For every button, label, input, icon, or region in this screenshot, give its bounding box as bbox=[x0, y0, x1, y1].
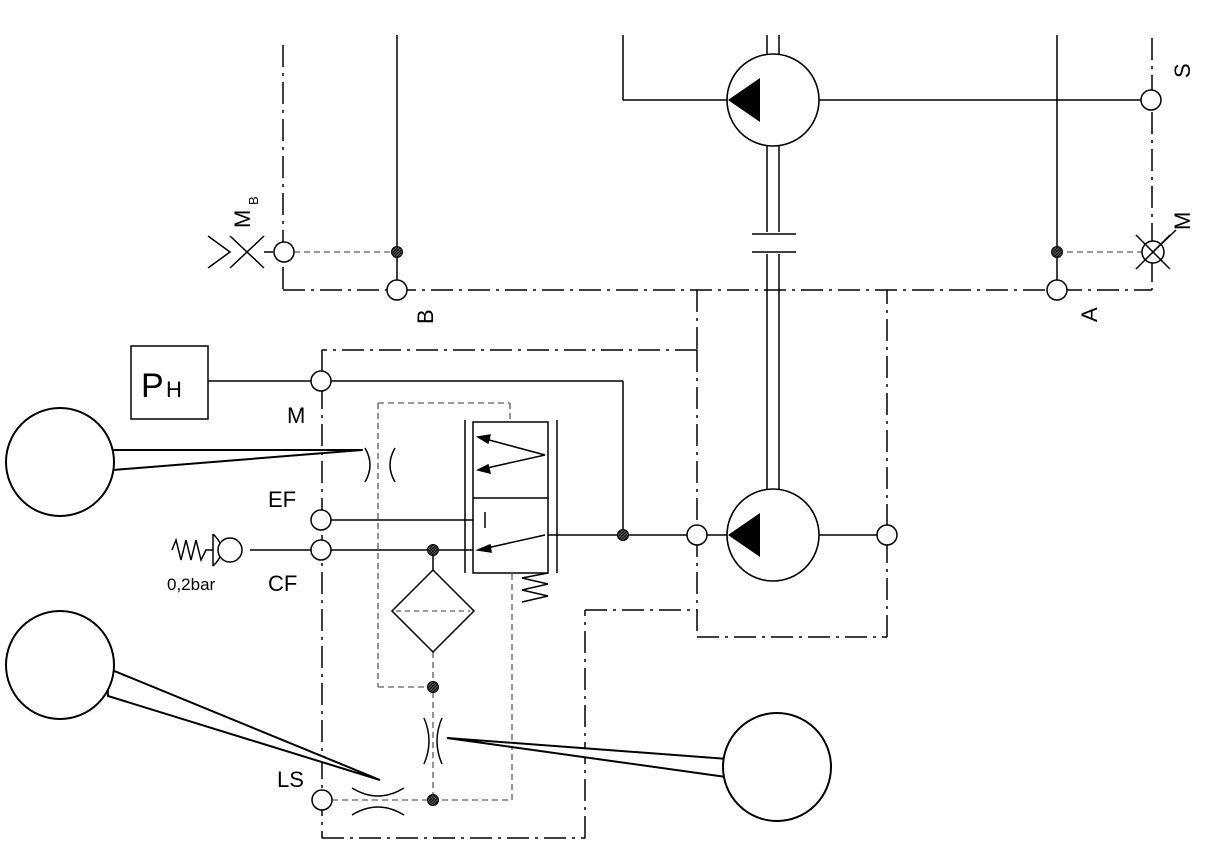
port-label-a: A bbox=[1077, 307, 1102, 322]
port-label-ls: LS bbox=[277, 767, 304, 792]
gauge-symbol-m-top bbox=[1135, 229, 1177, 270]
port-circles bbox=[273, 89, 1162, 811]
port-label-s: S bbox=[1170, 63, 1195, 78]
port-label-m-top: M bbox=[1170, 212, 1195, 230]
pump-lower bbox=[726, 488, 820, 582]
junction-dots bbox=[391, 246, 1063, 806]
boundary-lines bbox=[282, 38, 1153, 839]
pilot-lines bbox=[294, 251, 1143, 801]
bleed-symbol-mb bbox=[207, 235, 273, 269]
pump-upper bbox=[726, 53, 820, 147]
check-valve bbox=[171, 533, 243, 567]
pressure-gauge-box: P H bbox=[130, 345, 209, 420]
drive-shaft bbox=[752, 35, 796, 490]
check-valve-setting: 0,2bar bbox=[167, 575, 216, 594]
gauge-sub: H bbox=[166, 377, 182, 402]
port-label-ef: EF bbox=[268, 487, 296, 512]
port-label-mb-sub: B bbox=[246, 196, 261, 205]
callout-balloons bbox=[5, 407, 832, 822]
port-label-b: B bbox=[413, 309, 438, 324]
working-lines bbox=[208, 35, 1142, 570]
port-label-m: M bbox=[287, 403, 305, 428]
port-label-mb: M bbox=[230, 210, 255, 228]
port-label-cf: CF bbox=[268, 571, 297, 596]
control-valve bbox=[464, 420, 558, 603]
gauge-label: P bbox=[141, 367, 164, 405]
orifices bbox=[351, 447, 443, 816]
filter bbox=[390, 568, 476, 654]
